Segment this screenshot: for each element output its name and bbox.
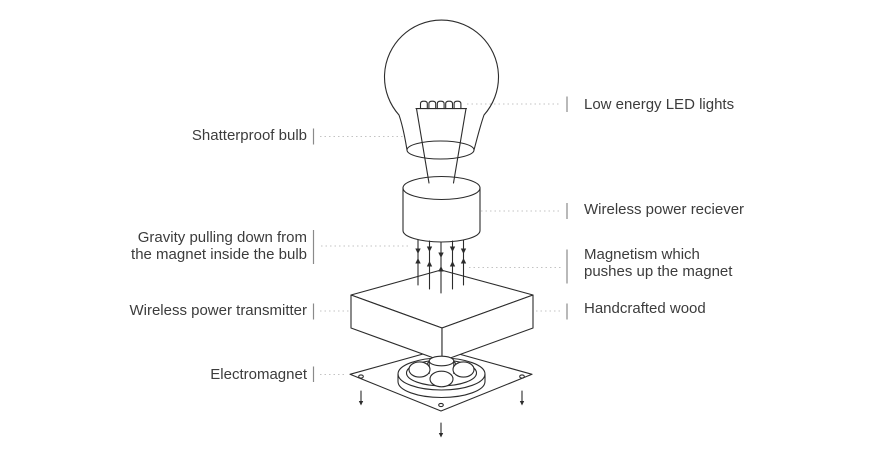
receiver-bottom [402,229,481,243]
label-electromagnet: Electromagnet [0,366,307,383]
wood-base-block [350,269,534,362]
plate-outline [349,348,533,412]
wireless-power-receiver-cylinder [402,175,481,243]
plate-hole-right [519,374,525,379]
label-text: Electromagnet [210,366,307,383]
mounting-screw-arrows [358,390,525,438]
label-wireless-power-transmitter: Wireless power transmitter [0,302,307,319]
gravity-down-arrowheads [415,246,467,258]
light-bulb [383,19,500,184]
center-post-top [428,355,455,367]
bulb-base-opening [406,140,475,160]
label-text: Magnetism which [584,246,700,263]
label-handcrafted-wood: Handcrafted wood [584,300,706,317]
label-text: Low energy LED lights [584,96,735,113]
coil-left [408,361,431,378]
label-text: pushes up the magnet [584,263,733,280]
label-text: Handcrafted wood [584,300,706,317]
label-text: Gravity pulling down from [137,229,307,246]
plate-hole-front [438,402,444,408]
leader-ticks [312,96,568,382]
coil-right [452,361,475,378]
label-gravity: Gravity pulling down from the magnet ins… [0,229,307,263]
bulb-stem [415,108,468,184]
receiver-top [402,175,481,201]
label-text: the magnet inside the bulb [131,246,307,263]
label-wireless-power-reciever: Wireless power reciever [584,201,744,218]
label-low-energy-led-lights: Low energy LED lights [584,96,734,113]
label-text: Wireless power transmitter [129,302,307,319]
label-text: Wireless power reciever [584,201,745,218]
mounting-plate [349,348,533,438]
label-text: Shatterproof bulb [191,127,307,144]
bulb-glass-outline [383,19,500,151]
leader-lines [320,103,561,375]
force-arrows [415,239,467,294]
coil-front [429,370,454,388]
label-shatterproof-bulb: Shatterproof bulb [0,127,307,144]
led-filament-coils [419,100,462,110]
label-magnetism: Magnetism which pushes up the magnet [584,246,732,280]
magnetism-up-arrowheads [415,258,467,272]
plate-hole-left [358,374,364,379]
electromagnet-coil [397,355,486,399]
